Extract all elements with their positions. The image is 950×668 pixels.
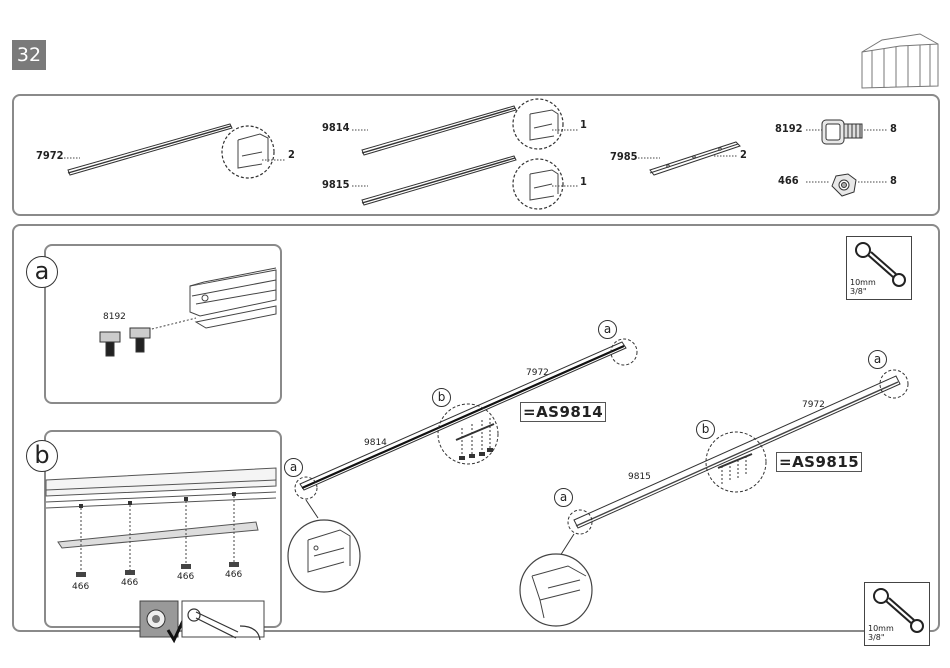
wrench-size-in-bottom: 3/8" <box>868 633 885 642</box>
callout-left-b: b <box>432 388 451 407</box>
right-assembly-result: =AS9815 <box>776 452 862 472</box>
callout-right-a-bottom: a <box>554 488 573 507</box>
callout-left-a-top: a <box>598 320 617 339</box>
left-assembly-result: =AS9814 <box>520 402 606 422</box>
left-rail-b-label: 7972 <box>526 368 549 378</box>
wrench-size-in-top: 3/8" <box>850 287 867 296</box>
left-rail-a-label: 9814 <box>364 438 387 448</box>
callout-right-b: b <box>696 420 715 439</box>
right-rail-a-label: 9815 <box>628 472 651 482</box>
callout-left-a-bottom: a <box>284 458 303 477</box>
callout-right-a-top: a <box>868 350 887 369</box>
wrench-size-mm-top: 10mm <box>850 278 876 287</box>
wrench-size-mm-bottom: 10mm <box>868 624 894 633</box>
right-rail-b-label: 7972 <box>802 400 825 410</box>
